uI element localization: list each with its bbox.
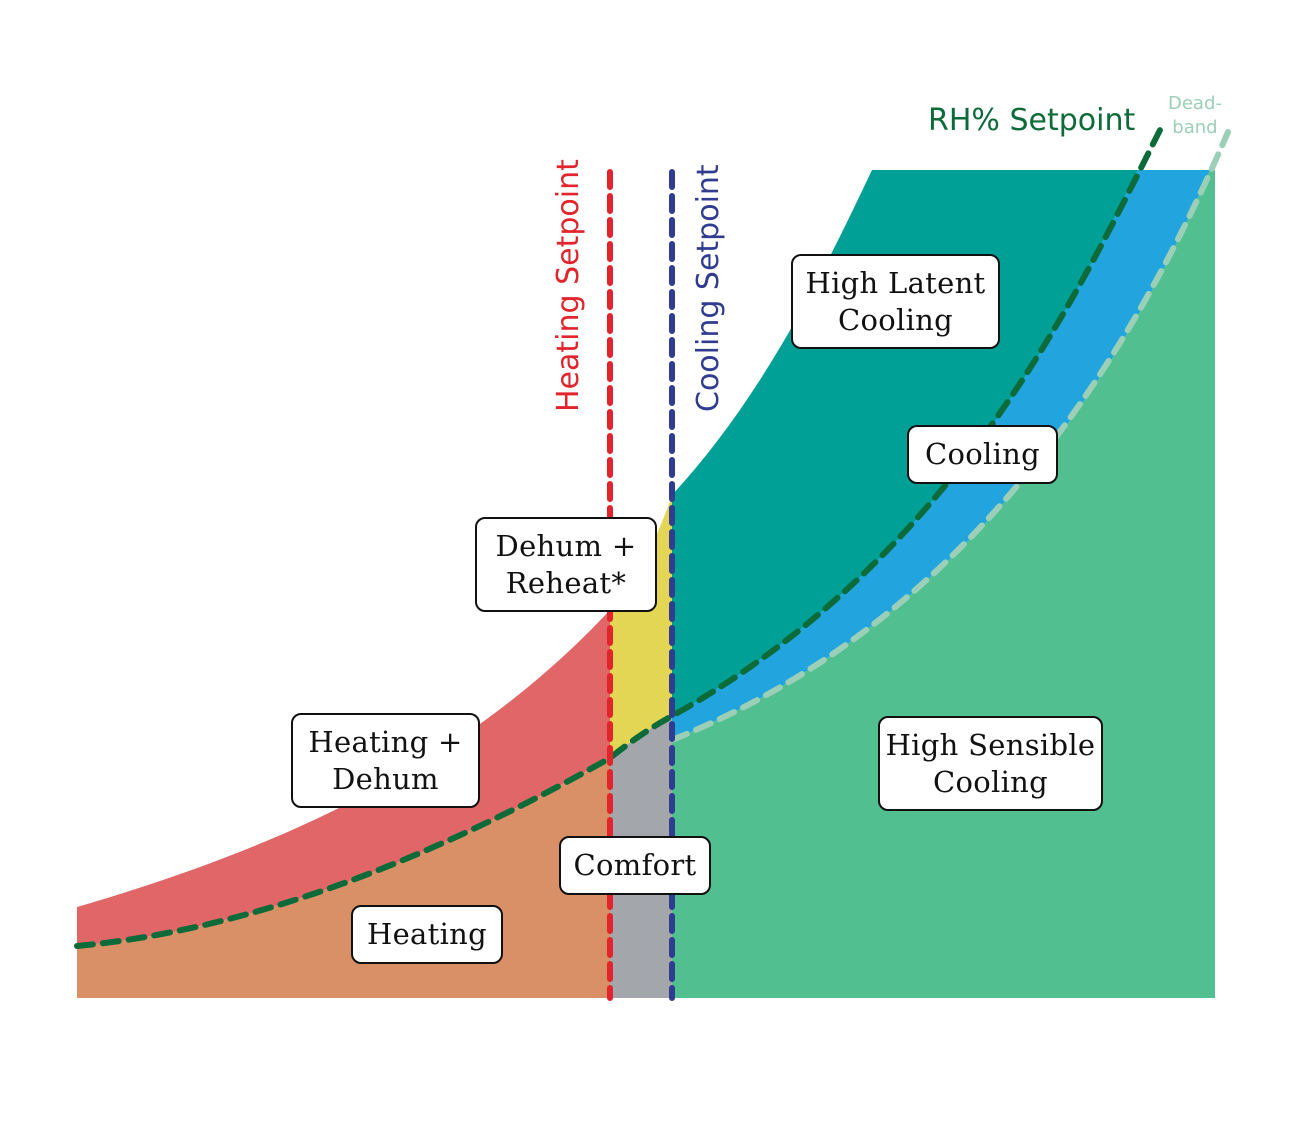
- region-heating-dehum: [77, 610, 610, 946]
- deadband-label: Dead- band: [1168, 93, 1222, 138]
- label-heating: Heating: [351, 905, 503, 964]
- region-cooling: [672, 170, 1210, 740]
- heating-setpoint-label: Heating Setpoint: [551, 159, 586, 412]
- rh-setpoint-curve: [74, 127, 1163, 949]
- label-cooling: Cooling: [907, 425, 1058, 484]
- label-comfort: Comfort: [559, 836, 711, 895]
- label-high-sensible-cooling: High Sensible Cooling: [878, 716, 1103, 811]
- region-high-latent-cooling: [672, 170, 1138, 716]
- rh-setpoint-label: RH% Setpoint: [928, 103, 1136, 138]
- cooling-setpoint-label: Cooling Setpoint: [691, 164, 726, 412]
- label-heating-dehum: Heating + Dehum: [291, 713, 480, 808]
- label-high-latent-cooling: High Latent Cooling: [791, 254, 1000, 349]
- label-dehum-reheat: Dehum + Reheat*: [475, 517, 657, 612]
